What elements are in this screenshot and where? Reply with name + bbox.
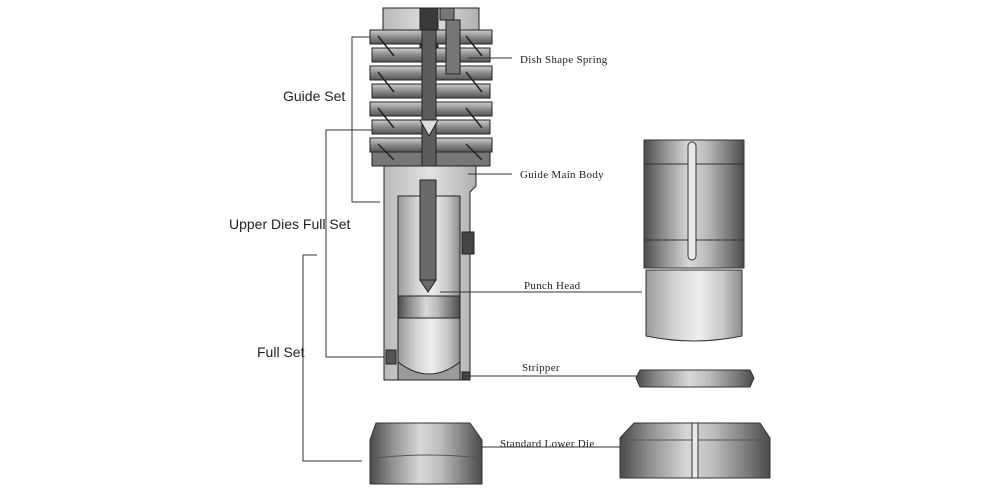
dish-shape-spring-label: Dish Shape Spring — [520, 54, 608, 66]
stripper-label: Stripper — [522, 362, 560, 374]
punch-head-label: Punch Head — [524, 280, 581, 292]
punch-head-part — [643, 139, 745, 342]
guide-set-label: Guide Set — [283, 88, 345, 104]
lower-die-left — [369, 422, 483, 485]
upper-dies-bracket — [325, 129, 384, 358]
guide-main-body-label: Guide Main Body — [520, 169, 604, 181]
assembly-cutaway — [369, 7, 493, 381]
guide-set-bracket — [351, 36, 380, 203]
standard-lower-die-label: Standard Lower Die — [500, 438, 595, 450]
full-set-bracket — [302, 254, 362, 462]
upper-dies-full-set-label: Upper Dies Full Set — [229, 216, 350, 232]
lower-die-right — [619, 422, 771, 479]
full-set-label: Full Set — [257, 344, 305, 360]
stripper-part — [635, 369, 755, 388]
